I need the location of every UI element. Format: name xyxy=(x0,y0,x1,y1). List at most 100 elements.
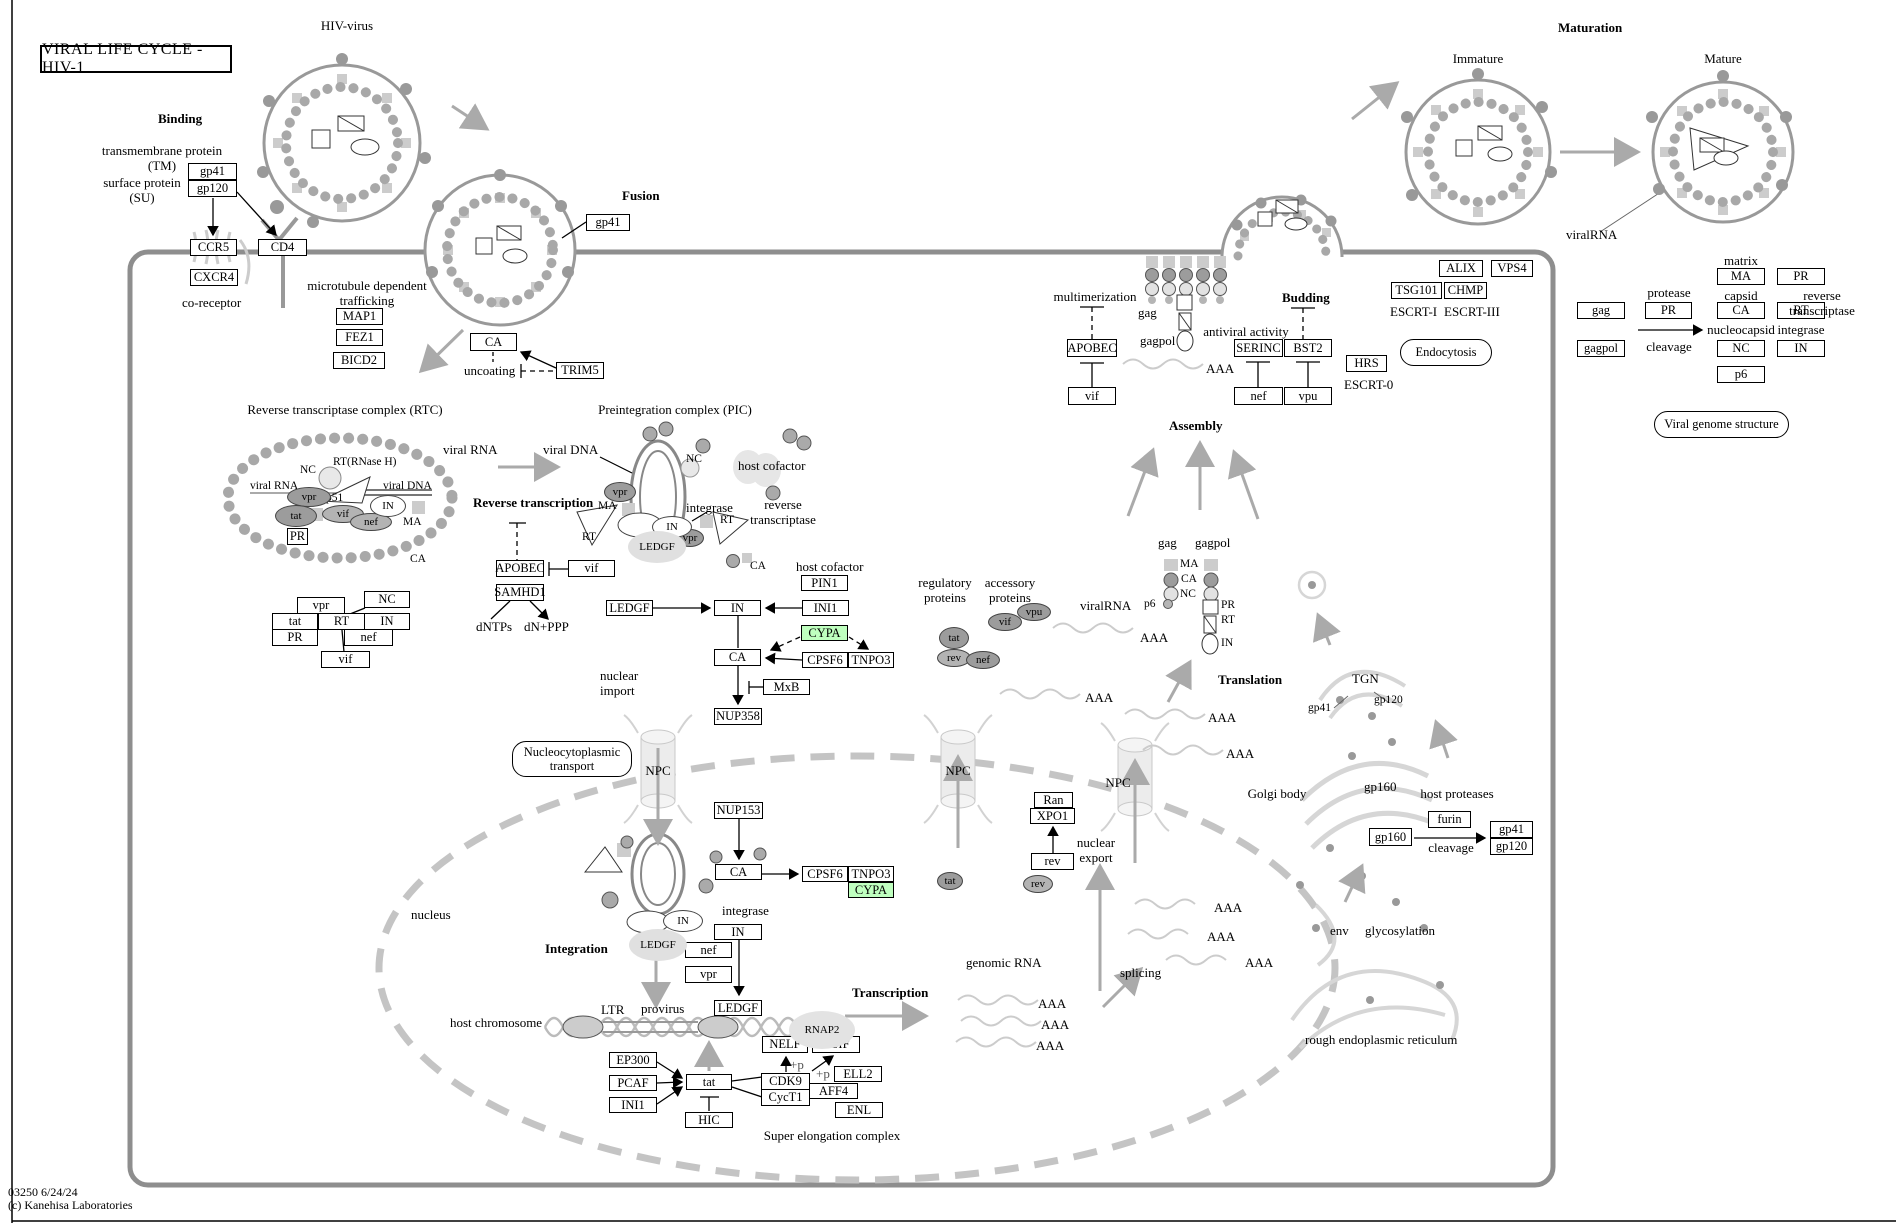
box-cypa-2[interactable]: CYPA xyxy=(848,882,894,898)
box-vps4[interactable]: VPS4 xyxy=(1491,260,1533,277)
box-cyct1[interactable]: CycT1 xyxy=(761,1089,810,1106)
ellipse-tat-rtc[interactable]: tat xyxy=(275,505,317,527)
box-cxcr4[interactable]: CXCR4 xyxy=(190,269,238,286)
box-tnpo3-1[interactable]: TNPO3 xyxy=(848,652,894,668)
box-vpu-a[interactable]: vpu xyxy=(1284,387,1332,405)
box-gagpol-m[interactable]: gagpol xyxy=(1577,340,1625,357)
box-vif-legend[interactable]: vif xyxy=(321,651,370,668)
box-fez1[interactable]: FEZ1 xyxy=(336,329,383,346)
ellipse-rev-nuc[interactable]: rev xyxy=(1023,875,1053,893)
box-nc-m[interactable]: NC xyxy=(1717,340,1765,357)
label-rt-tri-right: RT xyxy=(720,514,735,526)
box-samhd1[interactable]: SAMHD1 xyxy=(494,584,546,601)
ellipse-vpu-reg[interactable]: vpu xyxy=(1017,603,1051,621)
box-xpo1[interactable]: XPO1 xyxy=(1030,808,1075,824)
box-nup358[interactable]: NUP358 xyxy=(714,708,762,725)
box-apobec-a[interactable]: APOBEC xyxy=(1067,339,1117,357)
box-pr-m[interactable]: PR xyxy=(1645,302,1692,319)
box-vpr-legend[interactable]: vpr xyxy=(297,597,345,614)
box-gp41-b[interactable]: gp41 xyxy=(1490,821,1533,838)
rounded-box-viral-genome-structure[interactable]: Viral genome structure xyxy=(1654,411,1789,438)
box-alix[interactable]: ALIX xyxy=(1439,260,1483,277)
box-ep300[interactable]: EP300 xyxy=(609,1052,657,1068)
box-vif-a[interactable]: vif xyxy=(1068,387,1116,405)
box-gp120-b[interactable]: gp120 xyxy=(1490,838,1533,855)
box-in-c[interactable]: IN xyxy=(714,600,761,616)
ellipse-ledgf-npic[interactable]: LEDGF xyxy=(629,929,687,961)
box-tsg101[interactable]: TSG101 xyxy=(1391,282,1442,299)
box-trim5[interactable]: TRIM5 xyxy=(556,362,604,379)
rounded-box-endocytosis[interactable]: Endocytosis xyxy=(1400,339,1492,366)
box-tat-legend[interactable]: tat xyxy=(272,613,318,630)
box-gp160-b[interactable]: gp160 xyxy=(1369,828,1412,846)
ellipse-vpr-rtc[interactable]: vpr xyxy=(287,487,331,507)
box-pcaf[interactable]: PCAF xyxy=(609,1075,657,1091)
box-ledgf-n[interactable]: LEDGF xyxy=(714,1000,762,1016)
ellipse-rev-reg[interactable]: rev xyxy=(937,649,971,667)
box-hic[interactable]: HIC xyxy=(685,1112,733,1128)
ellipse-vif-reg[interactable]: vif xyxy=(988,613,1022,631)
box-apobec-rt[interactable]: APOBEC xyxy=(495,560,545,577)
box-hrs[interactable]: HRS xyxy=(1346,355,1387,372)
box-nef-n[interactable]: nef xyxy=(685,942,732,958)
box-ran[interactable]: Ran xyxy=(1034,792,1073,808)
box-in-legend[interactable]: IN xyxy=(364,613,410,630)
box-aff4[interactable]: AFF4 xyxy=(809,1083,858,1099)
box-cypa-1[interactable]: CYPA xyxy=(801,625,848,641)
box-gp120-a[interactable]: gp120 xyxy=(188,180,237,197)
box-ma-m[interactable]: MA xyxy=(1717,268,1765,285)
box-gag-m[interactable]: gag xyxy=(1577,302,1625,319)
box-in-m[interactable]: IN xyxy=(1777,340,1825,357)
box-pr-legend[interactable]: PR xyxy=(272,629,318,646)
ellipse-vpr-pic[interactable]: vpr xyxy=(604,482,636,502)
box-ini1-t[interactable]: INI1 xyxy=(609,1097,657,1113)
box-ca-n[interactable]: CA xyxy=(715,864,762,880)
box-rt-legend[interactable]: RT xyxy=(318,613,365,630)
box-nup153[interactable]: NUP153 xyxy=(714,802,763,819)
ellipse-in-rtc[interactable]: IN xyxy=(370,495,406,517)
box-ca-m[interactable]: CA xyxy=(1717,302,1765,319)
ellipse-nef-rtc[interactable]: nef xyxy=(350,513,392,531)
ellipse-tat-nuc[interactable]: tat xyxy=(937,872,963,890)
box-bicd2[interactable]: BICD2 xyxy=(333,352,385,369)
box-map1[interactable]: MAP1 xyxy=(336,308,383,325)
ellipse-nef-reg[interactable]: nef xyxy=(966,651,1000,669)
box-cdk9[interactable]: CDK9 xyxy=(761,1073,810,1090)
box-ca-c[interactable]: CA xyxy=(714,649,761,666)
box-gp41-fusion[interactable]: gp41 xyxy=(586,214,630,231)
box-pin1[interactable]: PIN1 xyxy=(801,575,848,591)
box-ca-uncoat[interactable]: CA xyxy=(470,333,517,351)
box-vif-rt[interactable]: vif xyxy=(568,560,615,577)
box-nc-legend[interactable]: NC xyxy=(364,591,410,608)
ellipse-tat-reg[interactable]: tat xyxy=(939,627,969,649)
ellipse-in-npic[interactable]: IN xyxy=(663,910,703,932)
box-cpsf6-2[interactable]: CPSF6 xyxy=(802,866,848,882)
box-cpsf6-1[interactable]: CPSF6 xyxy=(802,652,848,668)
box-bst2[interactable]: BST2 xyxy=(1284,339,1332,357)
box-cd4[interactable]: CD4 xyxy=(258,239,307,256)
box-ledgf-c[interactable]: LEDGF xyxy=(606,600,653,616)
box-tat-t[interactable]: tat xyxy=(686,1074,732,1090)
box-rt-m[interactable]: RT xyxy=(1777,302,1825,319)
ellipse-rnap2[interactable]: RNAP2 xyxy=(789,1011,855,1049)
box-pr-m2[interactable]: PR xyxy=(1777,268,1825,285)
box-ini1-c[interactable]: INI1 xyxy=(802,600,849,616)
box-mxb[interactable]: MxB xyxy=(763,679,810,695)
box-enl[interactable]: ENL xyxy=(835,1102,883,1118)
rounded-box-nucleocytoplasmic-transport[interactable]: Nucleocytoplasmic transport xyxy=(512,741,632,777)
box-serinc[interactable]: SERINC xyxy=(1234,339,1283,357)
ellipse-ledgf-pic[interactable]: LEDGF xyxy=(628,531,686,563)
box-furin[interactable]: furin xyxy=(1428,811,1471,828)
box-pr-rtc[interactable]: PR xyxy=(287,528,308,545)
box-nef-a[interactable]: nef xyxy=(1234,387,1283,405)
box-vpr-n[interactable]: vpr xyxy=(685,966,732,983)
box-ccr5[interactable]: CCR5 xyxy=(190,239,237,256)
box-nef-legend[interactable]: nef xyxy=(344,629,393,646)
box-rev-nbox[interactable]: rev xyxy=(1031,853,1074,870)
box-p6-m[interactable]: p6 xyxy=(1717,366,1765,383)
box-gp41-a[interactable]: gp41 xyxy=(188,163,237,180)
box-tnpo3-2[interactable]: TNPO3 xyxy=(848,866,894,882)
box-ell2[interactable]: ELL2 xyxy=(834,1066,882,1082)
box-chmp[interactable]: CHMP xyxy=(1444,282,1487,299)
box-in-n[interactable]: IN xyxy=(714,924,762,940)
